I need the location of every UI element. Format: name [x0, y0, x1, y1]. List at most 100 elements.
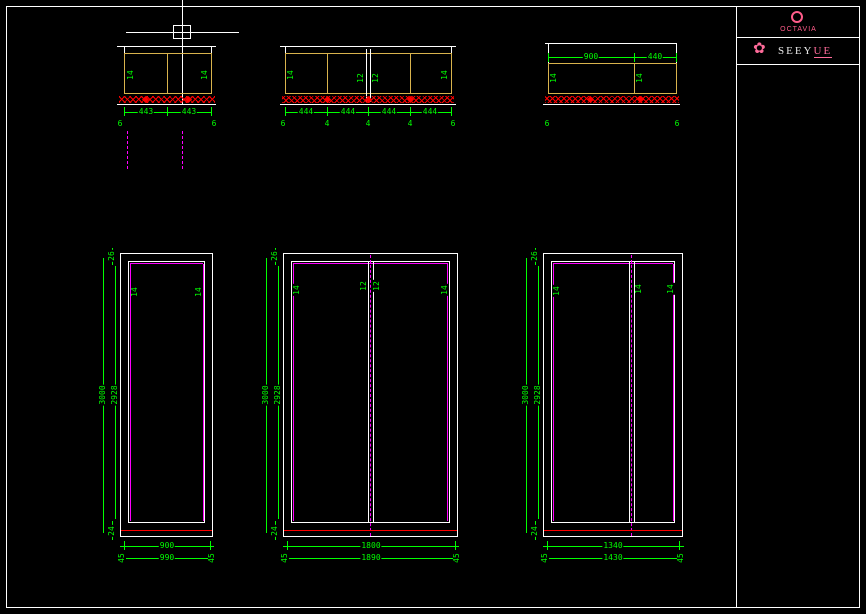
brand-seeyue-label: SEEYUE: [778, 45, 833, 58]
dim-label-gap: 4: [406, 119, 414, 128]
dim-label-frame-left: 14: [286, 69, 295, 81]
dim-label-stile: 12: [359, 280, 368, 292]
dim-label-panel: 444: [380, 107, 398, 116]
object-line: [451, 46, 452, 53]
dim-label-sill: 24: [107, 525, 116, 537]
object-line: [211, 46, 212, 53]
dim-label-panel: 444: [421, 107, 439, 116]
object-line: [124, 53, 125, 94]
dim-label-jamb: 14: [666, 283, 675, 295]
dim-label-frame-right: 14: [440, 69, 449, 81]
extension-line: [455, 541, 456, 550]
object-line: [124, 46, 125, 53]
brand-seeyue-main: SEEY: [778, 45, 814, 57]
wall-line: [280, 46, 456, 47]
dim-label-height-outer: 3000: [261, 384, 270, 406]
sill-line: [117, 104, 216, 105]
wall-line: [545, 43, 677, 44]
dim-label-tick: 6: [116, 119, 124, 128]
dim-label-jamb: 14: [194, 286, 203, 298]
object-line: [676, 63, 677, 94]
extension-line: [548, 53, 549, 62]
extension-line: [451, 107, 452, 116]
meeting-stile-line: [368, 261, 369, 523]
object-line: [410, 53, 411, 94]
dim-label-width-outer: 990: [158, 553, 176, 562]
frame-outer: [120, 253, 213, 537]
dim-label-frame-left: 14: [549, 72, 558, 84]
object-line: [285, 46, 286, 53]
meeting-stile-line: [370, 49, 371, 102]
dim-label-sill: 24: [270, 525, 279, 537]
extension-line: [547, 541, 548, 550]
dim-label-jamb: 14: [292, 284, 301, 296]
titleblock-cell-divider-top: [736, 37, 860, 38]
dim-label-ext: 45: [207, 552, 216, 564]
crosshair-vertical-line: [182, 0, 183, 104]
track-axis-line: [127, 131, 128, 169]
bottom-rail-line: [284, 530, 457, 531]
brand-seeyue-accent: UE: [813, 45, 833, 58]
dim-label-opening: 900: [582, 52, 600, 61]
dim-label-gap: 4: [364, 119, 372, 128]
dimension-line: [548, 57, 676, 58]
dim-label-width-inner: 1800: [360, 541, 382, 550]
extension-line: [410, 107, 411, 116]
sill-hatch: [119, 96, 215, 103]
frame-inner: [551, 261, 675, 523]
extension-line: [124, 107, 125, 116]
object-line: [285, 53, 451, 54]
dim-label-mullion: 14: [634, 283, 643, 295]
sill-line: [543, 104, 680, 105]
mullion-line: [634, 261, 635, 523]
dim-label-frame-right: 14: [200, 69, 209, 81]
center-axis-line: [370, 255, 371, 536]
extension-line: [327, 107, 328, 116]
object-line: [285, 53, 286, 94]
dim-label-jamb: 14: [130, 286, 139, 298]
bottom-rail-line: [544, 530, 682, 531]
dim-label-width-outer: 1430: [602, 553, 624, 562]
seal-line: [447, 264, 448, 521]
dim-label-ext: 45: [676, 552, 685, 564]
mullion-line: [629, 261, 630, 523]
extension-line: [167, 107, 168, 116]
extension-line: [634, 53, 635, 62]
flower-icon: ✿: [753, 39, 766, 57]
mullion-axis-line: [631, 255, 632, 536]
dim-label-height-outer: 3000: [98, 384, 107, 406]
dim-label-tick: 6: [449, 119, 457, 128]
object-line: [548, 63, 676, 64]
seal-line: [130, 264, 131, 521]
extension-line: [676, 53, 677, 62]
dim-label-stile: 12: [372, 280, 381, 292]
object-line: [634, 63, 635, 94]
seal-line: [203, 264, 204, 521]
dim-label-stile: 12: [371, 72, 380, 84]
dim-label-width-inner: 1340: [602, 541, 624, 550]
dim-label-frame-mid: 14: [635, 72, 644, 84]
frame-outer: [543, 253, 683, 537]
dim-label-width-outer: 1890: [360, 553, 382, 562]
crosshair-horizontal-line: [126, 32, 239, 33]
dim-label-ext: 45: [280, 552, 289, 564]
dim-label-height-outer: 3000: [521, 384, 530, 406]
extension-line: [124, 541, 125, 550]
dim-label-panel: 444: [339, 107, 357, 116]
dim-label-height-inner: 2928: [110, 384, 119, 406]
frame-inner: [128, 261, 205, 523]
object-line: [451, 53, 452, 94]
dim-label-panel: 444: [297, 107, 315, 116]
dim-label-height-inner: 2928: [273, 384, 282, 406]
object-line: [167, 53, 168, 94]
dim-label-panel: 443: [137, 107, 155, 116]
dimension-line: [124, 112, 211, 113]
cursor-pickbox: [173, 25, 191, 39]
dim-label-opening: 440: [646, 52, 664, 61]
seal-line: [130, 263, 203, 264]
object-line: [548, 63, 549, 94]
dim-label-tick: 6: [279, 119, 287, 128]
bottom-rail-line: [121, 530, 212, 531]
object-line: [327, 53, 328, 94]
